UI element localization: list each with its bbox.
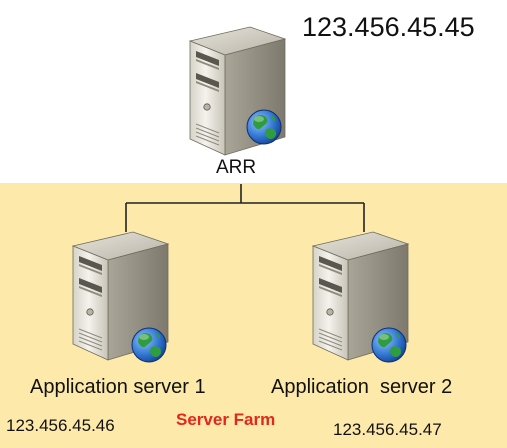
application-server-1-label: Application server 1 (30, 376, 206, 398)
application-server-2-ip: 123.456.45.47 (333, 420, 442, 439)
globe-icon (246, 109, 282, 145)
arr-server (189, 26, 286, 156)
application-server-2-label: Application server 2 (271, 376, 453, 398)
connector-lines (125, 184, 365, 232)
globe-icon (131, 327, 167, 363)
arr-ip-address: 123.456.45.45 (302, 12, 475, 42)
application-server-1-ip: 123.456.45.46 (6, 416, 115, 435)
application-server-1 (72, 231, 169, 363)
application-server-2 (312, 231, 409, 363)
server-farm-label: Server Farm (176, 410, 276, 429)
arr-label: ARR (216, 157, 257, 178)
globe-icon (371, 327, 407, 363)
